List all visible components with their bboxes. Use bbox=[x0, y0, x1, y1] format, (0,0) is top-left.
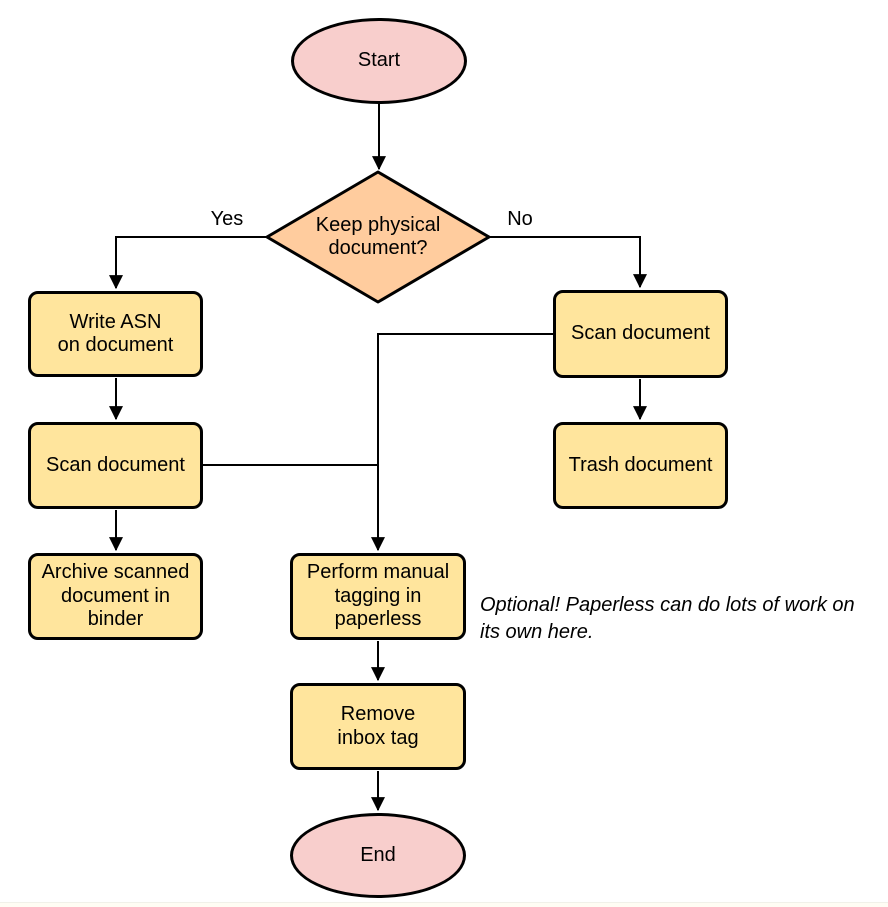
node-decision-keep-physical-label: Keep physical document? bbox=[315, 213, 441, 259]
annotation-optional-note: Optional! Paperless can do lots of work … bbox=[480, 594, 855, 643]
node-start: Start bbox=[291, 18, 467, 104]
edge-label-no: No bbox=[507, 208, 533, 230]
node-perform-manual-tagging: Perform manual tagging in paperless bbox=[290, 553, 466, 640]
decision-diamond-shape bbox=[265, 170, 491, 304]
node-scan-document-right: Scan document bbox=[553, 290, 728, 378]
node-remove-inbox-tag: Remove inbox tag bbox=[290, 683, 466, 770]
node-end: End bbox=[290, 813, 466, 898]
edge-decision-no-to-scan-right bbox=[489, 236, 647, 289]
edge-decision-yes-to-write-asn bbox=[109, 236, 267, 290]
node-scan-document-left: Scan document bbox=[28, 422, 203, 509]
node-trash-document: Trash document bbox=[553, 422, 728, 509]
node-write-asn: Write ASN on document bbox=[28, 291, 203, 377]
page-bottom-edge bbox=[0, 902, 888, 907]
node-archive-scanned-document: Archive scanned document in binder bbox=[28, 553, 203, 640]
edge-scan-right-to-tagging bbox=[371, 333, 553, 552]
edge-label-yes: Yes bbox=[210, 208, 244, 230]
